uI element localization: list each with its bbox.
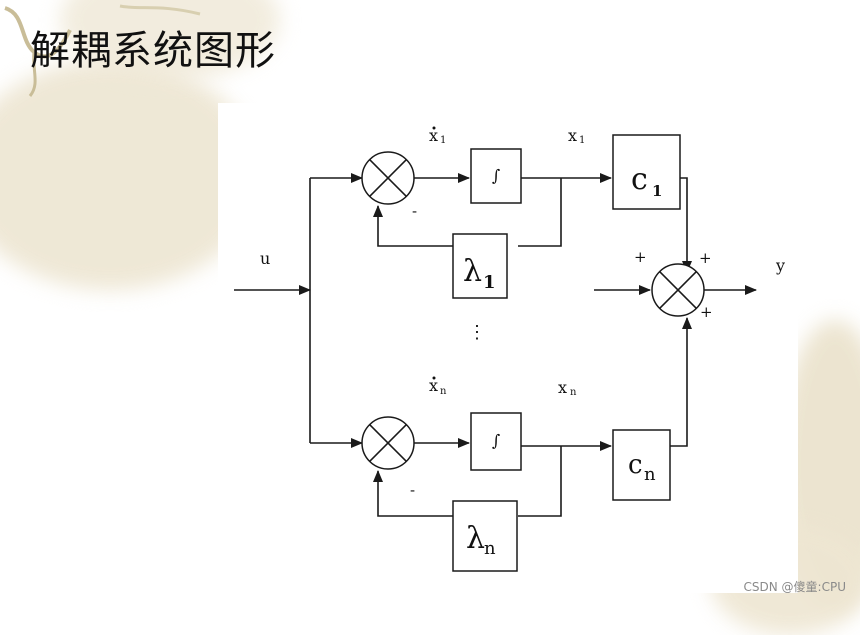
- bottom-x-label: x n: [558, 378, 577, 398]
- bottom-output-gain-label: c n: [628, 450, 656, 485]
- page-title: 解耦系统图形: [30, 28, 276, 74]
- svg-text:n: n: [570, 387, 577, 398]
- svg-text:1: 1: [579, 135, 585, 146]
- top-feedback-line: [518, 178, 562, 247]
- top-feedback-gain-block: [452, 233, 508, 299]
- bottom-feedback-return-line: [373, 470, 453, 517]
- sum-sign-bottom: +: [700, 303, 713, 321]
- leaf-decoration: [0, 60, 260, 290]
- top-output-gain-label: c 1: [631, 162, 662, 200]
- output-summing-junction: [651, 263, 705, 317]
- svg-text:x: x: [429, 126, 438, 145]
- svg-text:1: 1: [652, 182, 662, 200]
- watermark: CSDN @傻童:CPU: [743, 580, 846, 594]
- bottom-integrator-block: [470, 412, 522, 471]
- top-feedback-gain-label: λ 1: [463, 254, 496, 293]
- svg-text:n: n: [440, 386, 447, 397]
- top-integrator-symbol: ∫: [492, 166, 500, 185]
- svg-text:λ: λ: [463, 254, 482, 289]
- top-summing-junction: [361, 151, 415, 205]
- output-label: y: [775, 256, 785, 275]
- branch-ellipsis: ⋮: [468, 322, 486, 343]
- bottom-output-gain-block: [612, 429, 671, 501]
- bottom-feedback-gain-block: [452, 500, 518, 572]
- bottom-feedback-gain-label: λ n: [466, 521, 496, 559]
- top-to-sum-line: [680, 177, 692, 273]
- decoupled-system-diagram: u x 1 ∫ x 1 c 1 λ 1: [234, 126, 785, 572]
- top-x-label: x 1: [568, 126, 585, 146]
- bottom-xdot-label: x n: [429, 376, 447, 397]
- top-feedback-sign: -: [412, 202, 417, 220]
- svg-text:n: n: [644, 464, 656, 485]
- top-feedback-return-line: [373, 205, 453, 247]
- svg-text:c: c: [631, 162, 648, 197]
- svg-text:c: c: [628, 450, 643, 480]
- sum-sign-top: +: [699, 249, 712, 267]
- bottom-integrator-symbol: ∫: [492, 431, 500, 450]
- bottom-feedback-sign: -: [410, 481, 415, 499]
- diagram-panel: u x 1 ∫ x 1 c 1 λ 1: [218, 103, 798, 593]
- bottom-feedback-line: [518, 446, 562, 517]
- svg-text:x: x: [568, 126, 577, 145]
- top-xdot-label: x 1: [429, 126, 446, 146]
- sum-sign-left: +: [634, 248, 647, 266]
- svg-text:x: x: [429, 376, 438, 395]
- vine-decoration: [4, 4, 201, 97]
- top-output-gain-block: [612, 134, 681, 210]
- top-integrator-block: [470, 148, 522, 204]
- input-label: u: [260, 249, 270, 268]
- bottom-summing-junction: [361, 416, 415, 470]
- svg-text:n: n: [484, 538, 496, 559]
- bottom-to-sum-line: [670, 317, 692, 447]
- svg-text:1: 1: [440, 135, 446, 146]
- svg-text:1: 1: [483, 272, 496, 293]
- svg-text:x: x: [558, 378, 567, 397]
- svg-text:λ: λ: [466, 521, 485, 556]
